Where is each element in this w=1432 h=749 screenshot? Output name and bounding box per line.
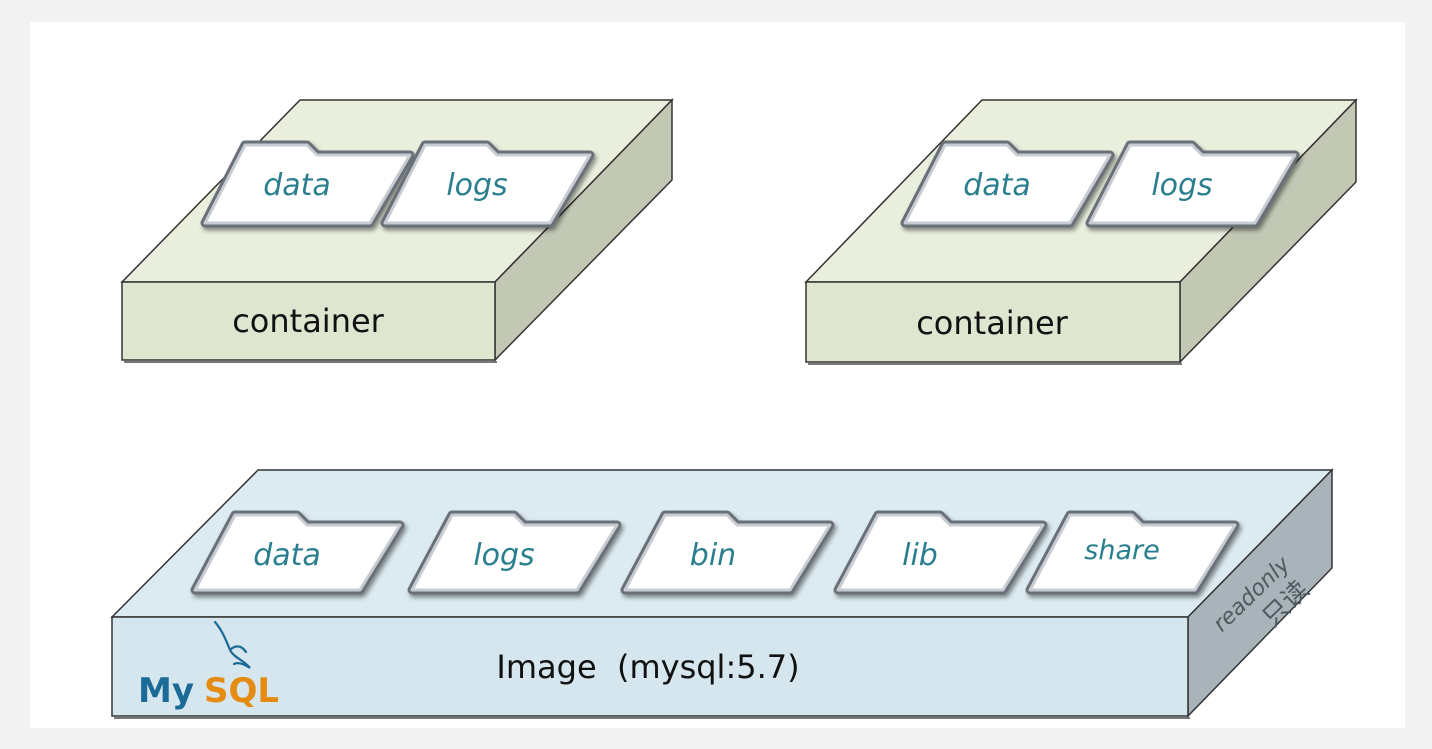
mysql-logo-my: My [138,671,194,711]
image-label: Image (mysql:5.7) [496,648,799,686]
container-2-folder-logs: logs [1085,140,1300,228]
folder-label: data [963,168,1031,203]
container-2-front [805,281,1181,363]
folder-icon [900,140,1115,228]
image-layer: data logs bin lib [110,468,1334,719]
image-folder-share: share [1025,510,1240,595]
folder-label: logs [446,168,507,203]
container-1-label: container [232,302,384,340]
folder-icon [620,510,835,595]
container-1-folder-logs: logs [380,140,595,228]
folder-icon [200,140,415,228]
container-layer-2: data logs container [804,98,1358,365]
image-folder-data: data [190,510,405,595]
folder-label: bin [690,538,736,573]
folder-icon [190,510,405,595]
folder-label: data [263,168,331,203]
folder-icon [1085,140,1300,228]
container-1-front [121,281,496,361]
folder-icon [833,510,1048,595]
container-2-label: container [916,304,1068,342]
mysql-logo: My SQL [138,620,279,711]
folder-icon [407,510,622,595]
image-folder-lib: lib [833,510,1048,595]
folder-label: logs [473,538,534,573]
folder-icon [380,140,595,228]
container-2-folder-data: data [900,140,1115,228]
folder-label: data [253,538,321,573]
folder-label: logs [1151,168,1212,203]
folder-icon [1025,510,1240,595]
folder-label: lib [902,538,938,573]
folder-label: share [1084,535,1159,566]
image-front [111,616,1189,717]
dolphin-icon [213,620,251,669]
image-folder-bin: bin [620,510,835,595]
container-layer-1: data logs container [120,98,674,363]
image-folder-logs: logs [407,510,622,595]
container-1-folder-data: data [200,140,415,228]
mysql-logo-sql: SQL [204,671,279,711]
